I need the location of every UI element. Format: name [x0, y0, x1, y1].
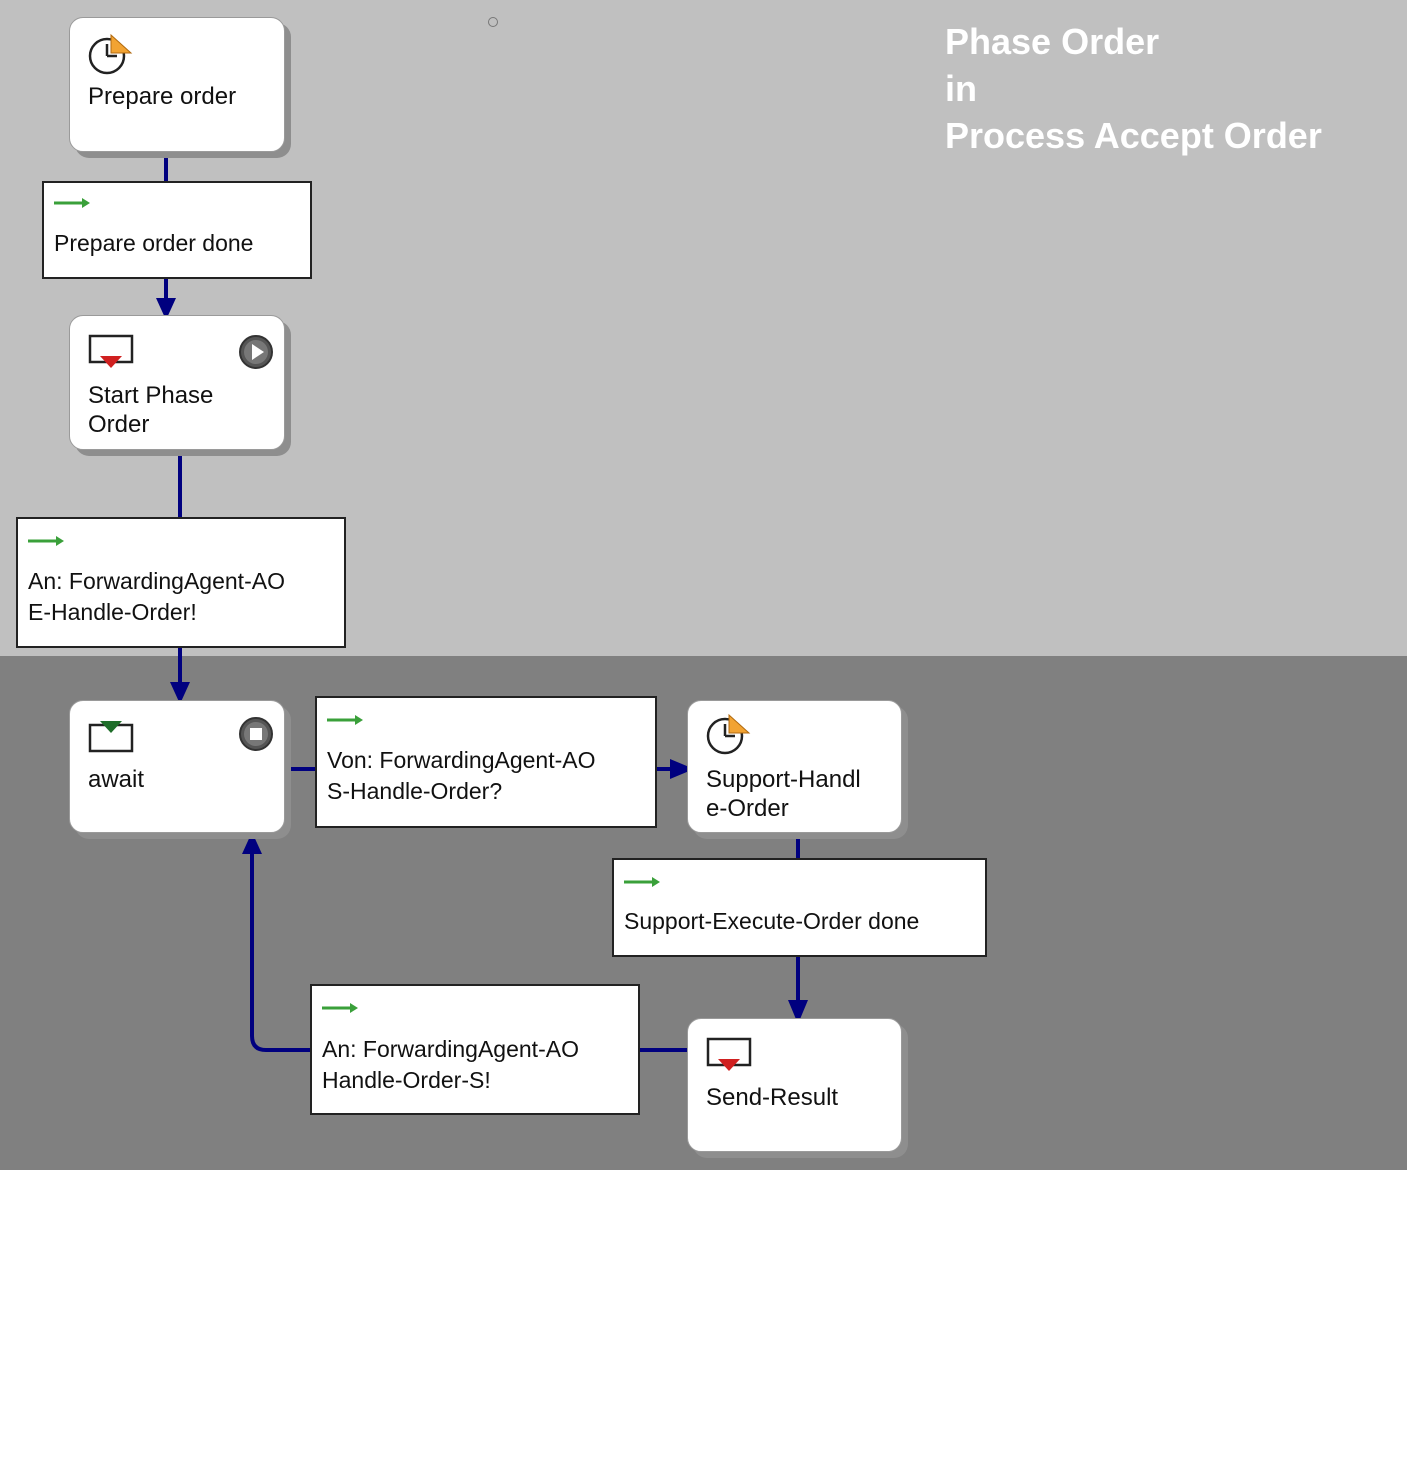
node-label: Start Phase Order — [88, 382, 214, 438]
send-message-icon — [88, 334, 134, 368]
transition-prepare-order-done[interactable]: Prepare order done — [42, 181, 312, 279]
transition-label: Support-Execute-Order done — [624, 908, 920, 934]
transition-an-forwarding-handle-s[interactable]: An: ForwardingAgent-AO Handle-Order-S! — [310, 984, 640, 1115]
transition-arrow-icon — [54, 198, 90, 208]
node-label: Send-Result — [706, 1084, 839, 1111]
node-send-result[interactable]: Send-Result — [687, 1018, 902, 1152]
transition-label: Prepare order done — [54, 230, 254, 256]
node-start-phase-order[interactable]: Start Phase Order — [69, 315, 285, 450]
arrowhead — [242, 832, 262, 854]
node-label: Support-Handl e-Order — [706, 766, 861, 822]
receive-message-icon — [88, 721, 134, 753]
transition-arrow-icon — [322, 1003, 358, 1013]
phase-handle-order-title: Phase Handle Order in Process Accept Ord… — [991, 1328, 1368, 1469]
node-support-handle-order[interactable]: Support-Handl e-Order — [687, 700, 902, 833]
transition-an-forwarding-handle[interactable]: An: ForwardingAgent-AO E-Handle-Order! — [16, 517, 346, 648]
transition-support-execute-done[interactable]: Support-Execute-Order done — [612, 858, 987, 957]
transition-label: An: ForwardingAgent-AO E-Handle-Order! — [28, 568, 285, 625]
play-icon — [239, 335, 273, 369]
transition-arrow-icon — [28, 536, 64, 546]
flow-edges — [156, 152, 808, 1052]
send-message-icon — [706, 1037, 752, 1071]
stop-icon — [239, 717, 273, 751]
phase-title-line: Process Accept Order — [945, 115, 1322, 156]
edge-an-to-await-loop — [250, 852, 311, 1052]
node-label: Prepare order — [88, 83, 237, 110]
phase-title-line: in — [991, 1378, 1023, 1419]
arrowhead — [170, 682, 190, 704]
node-label: await — [88, 766, 145, 793]
transition-label: Von: ForwardingAgent-AO S-Handle-Order? — [327, 747, 596, 804]
phase-title-line: in — [945, 68, 977, 109]
phase-title-line: Phase Handle Order — [991, 1331, 1336, 1372]
transition-label: An: ForwardingAgent-AO Handle-Order-S! — [322, 1036, 579, 1093]
transition-von-forwarding-handle[interactable]: Von: ForwardingAgent-AO S-Handle-Order? — [315, 696, 657, 828]
phase-order-title: Phase Order in Process Accept Order — [945, 18, 1322, 159]
transition-arrow-icon — [327, 715, 363, 725]
clock-icon — [88, 33, 133, 75]
node-prepare-order[interactable]: Prepare order — [69, 17, 285, 152]
transition-arrow-icon — [624, 877, 660, 887]
phase-title-line: Phase Order — [945, 21, 1160, 62]
phase-title-line: Process Accept Order — [991, 1425, 1368, 1466]
arrowhead — [788, 1000, 808, 1024]
clock-icon — [706, 713, 751, 755]
arrowhead — [156, 298, 176, 320]
node-await[interactable]: await — [69, 700, 285, 833]
canvas-anchor-dot — [488, 17, 498, 27]
arrowhead — [670, 759, 694, 779]
